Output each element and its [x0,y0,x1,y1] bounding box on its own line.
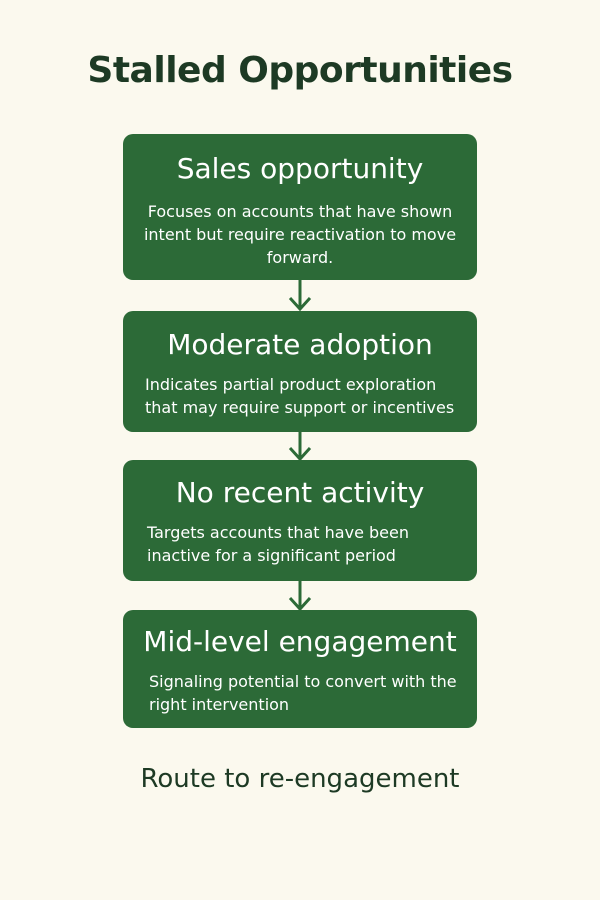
down-arrow-icon [288,280,312,312]
step-title: Moderate adoption [167,328,433,361]
step-box-sales-opportunity: Sales opportunity Focuses on accounts th… [123,134,477,280]
down-arrow-icon [288,581,312,612]
step-box-mid-level-engagement: Mid-level engagement Signaling potential… [123,610,477,728]
step-description: Focuses on accounts that have shown inte… [143,202,457,267]
step-title: No recent activity [175,476,425,509]
step-description: Targets accounts that have been inactive… [147,523,409,565]
diagram-footer: Route to re-engagement [140,764,460,794]
step-title: Mid-level engagement [143,625,457,658]
diagram-title: Stalled Opportunities [87,50,513,91]
step-description: Signaling potential to convert with the … [149,672,457,714]
step-box-no-recent-activity: No recent activity Targets accounts that… [123,460,477,581]
step-description: Indicates partial product exploration th… [145,375,455,417]
down-arrow-icon [288,432,312,462]
step-box-moderate-adoption: Moderate adoption Indicates partial prod… [123,311,477,432]
step-title: Sales opportunity [176,152,424,185]
